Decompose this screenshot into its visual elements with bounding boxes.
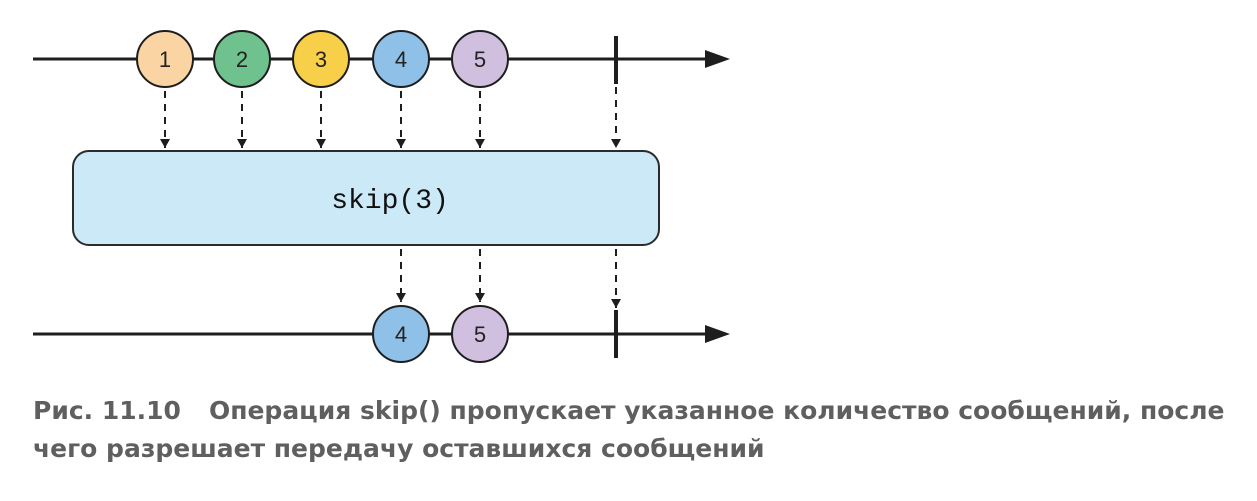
input-marbles: 1 2 3 4 5	[136, 30, 509, 88]
arrows-to-output	[396, 249, 621, 308]
input-marble-label: 1	[159, 47, 171, 72]
operator-label: skip(3)	[331, 186, 449, 217]
dashed-arrow-head	[316, 139, 326, 148]
input-marble-label: 3	[315, 47, 327, 72]
operator-rect	[72, 150, 660, 246]
output-timeline-arrowhead	[705, 325, 730, 343]
input-marble-5: 5	[451, 30, 509, 88]
input-marble-label: 5	[474, 47, 486, 72]
input-marble-circle	[372, 30, 430, 88]
output-marble-label: 5	[474, 322, 486, 347]
input-marble-2: 2	[213, 30, 271, 88]
input-marble-circle	[136, 30, 194, 88]
dashed-arrow-head	[160, 139, 170, 148]
output-marble-circle	[451, 305, 509, 363]
input-timeline-arrowhead	[705, 50, 730, 68]
dashed-arrow-head	[475, 293, 485, 302]
input-marble-3: 3	[292, 30, 350, 88]
dashed-arrow-head	[237, 139, 247, 148]
dashed-arrow-head	[396, 293, 406, 302]
output-marble-circle	[372, 305, 430, 363]
dashed-arrow-head	[475, 139, 485, 148]
output-marble-4: 4	[372, 305, 430, 363]
input-marble-circle	[451, 30, 509, 88]
output-marble-5: 5	[451, 305, 509, 363]
arrows-to-operator	[160, 87, 621, 148]
input-marble-1: 1	[136, 30, 194, 88]
input-marble-circle	[292, 30, 350, 88]
dashed-arrow-head	[396, 139, 406, 148]
input-marble-label: 2	[236, 47, 248, 72]
output-marble-label: 4	[395, 322, 407, 347]
caption-text: Операция skip() пропускает указанное кол…	[33, 396, 1225, 463]
completion-dashed-arrow-head	[611, 139, 621, 148]
input-marble-4: 4	[372, 30, 430, 88]
caption-label: Рис. 11.10	[33, 396, 181, 425]
input-marble-label: 4	[395, 47, 407, 72]
operator-box: skip(3)	[72, 150, 660, 246]
input-marble-circle	[213, 30, 271, 88]
completion-dashed-arrow-head	[611, 299, 621, 308]
